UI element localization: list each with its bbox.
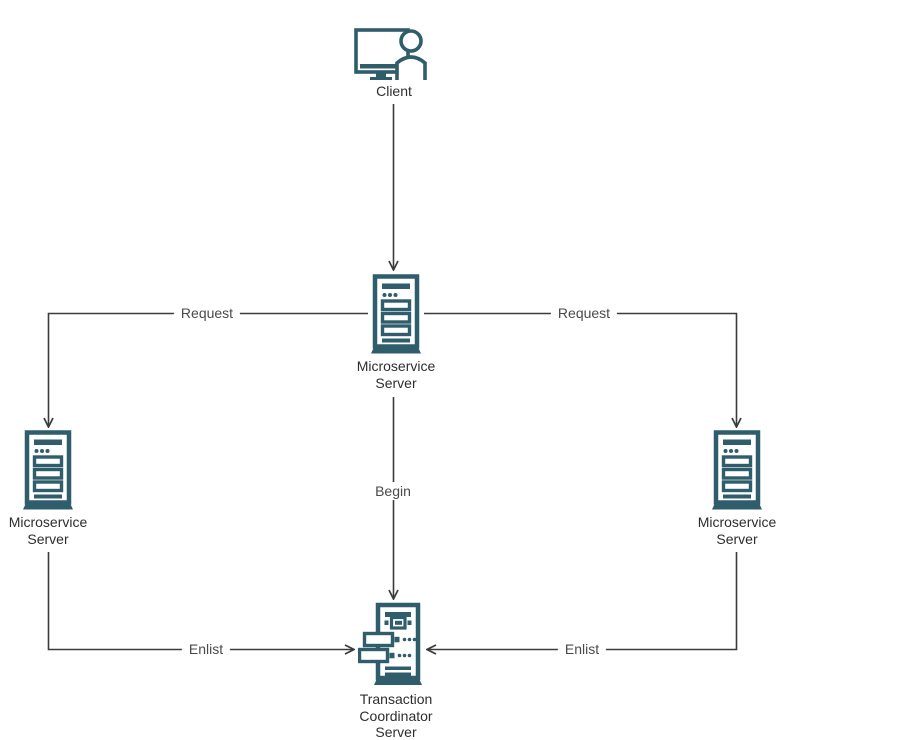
microservice-server-center-icon <box>371 274 421 354</box>
edge-label-request-left: Request <box>173 304 241 322</box>
node-label-client: Client <box>376 83 412 99</box>
edge-label-enlist-left: Enlist <box>181 640 231 658</box>
edge-label-enlist-right: Enlist <box>557 640 607 658</box>
client-icon <box>354 28 427 80</box>
edge-label-request-right: Request <box>550 304 618 322</box>
node-label-microservice-left: Microservice Server <box>8 514 88 547</box>
edge-enlist-right <box>427 552 738 650</box>
edge-label-begin: Begin <box>368 482 418 500</box>
microservice-server-right-icon <box>712 430 762 510</box>
edge-enlist-left <box>47 552 355 650</box>
edge-request-left <box>49 312 368 428</box>
edge-request-right <box>424 312 737 428</box>
node-label-microservice-right: Microservice Server <box>697 514 777 547</box>
node-label-transaction-coordinator: Transaction Coordinator Server <box>359 691 433 740</box>
microservice-server-left-icon <box>23 430 73 510</box>
transaction-coordinator-server-icon <box>358 602 422 685</box>
node-label-microservice-center: Microservice Server <box>356 358 436 391</box>
